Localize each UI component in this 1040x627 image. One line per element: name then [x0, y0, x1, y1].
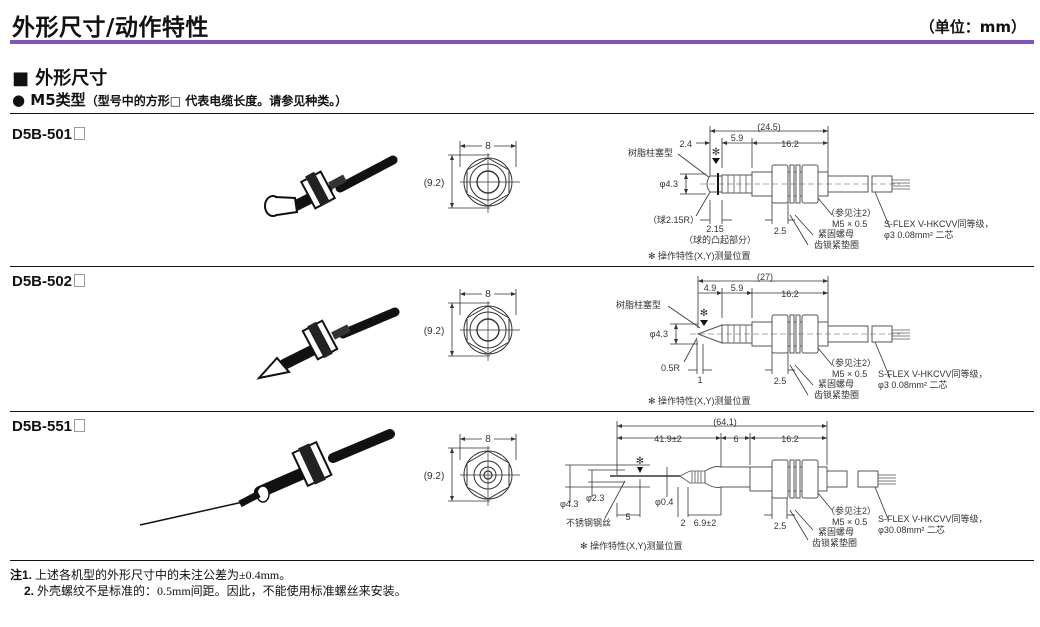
side-view-502: ✻ (27) 4.9 5.9 16.2 φ4.3 0.5R 1 2.5 树脂柱塞…: [616, 272, 988, 406]
label-measure: ✻ 操作特性(X,Y)测量位置: [580, 540, 683, 551]
model-name: D5B-502: [12, 273, 86, 290]
note-text: 外壳螺纹不是标准的：0.5mm间距。因此，不能使用标准螺丝来安装。: [37, 584, 407, 598]
label-nut: 紧固螺母: [818, 229, 854, 239]
subtitle-text: ● M5类型: [12, 91, 86, 109]
model-label: D5B-502: [12, 273, 73, 290]
dim-b: 5.9: [731, 283, 744, 293]
label-cable-1: S-FLEX V-HKCVV同等级，: [878, 368, 988, 379]
dim-e: 2: [680, 518, 685, 528]
label-cable-1: S-FLEX V-HKCVV同等级，: [884, 218, 994, 229]
front-width-label: 8: [485, 289, 491, 300]
note-label: 注1.: [10, 568, 33, 582]
dim-dia3: φ0.4: [655, 497, 673, 507]
star-marker: ✻: [712, 147, 720, 158]
label-wire: 不锈钢钢丝: [566, 517, 611, 528]
label-ball: （球2.15R）: [648, 214, 699, 225]
front-width-label: 8: [485, 141, 491, 152]
label-thread: M5 × 0.5: [832, 369, 867, 379]
notes: 注1. 上述各机型的外形尺寸中的未注公差为±0.4mm。 2. 外壳螺纹不是标准…: [10, 567, 407, 599]
divider: [10, 113, 1034, 114]
label-cable-1: S-FLEX V-HKCVV同等级，: [878, 513, 988, 524]
label-measure: ✻ 操作特性(X,Y)测量位置: [648, 250, 751, 261]
note-text: 上述各机型的外形尺寸中的未注公差为±0.4mm。: [35, 568, 292, 582]
dim-dia2: φ2.3: [586, 493, 604, 503]
dim-total: (64.1): [713, 417, 737, 427]
dim-c: 16.2: [781, 434, 799, 444]
note-label: 2.: [24, 584, 35, 598]
label-ref: （参见注2）: [826, 207, 876, 218]
dim-c: 16.2: [781, 289, 799, 299]
label-washer: 齿锁紧垫圈: [812, 537, 857, 548]
label-thread: M5 × 0.5: [832, 219, 867, 229]
dim-d: 2.15: [706, 224, 724, 234]
front-view-501: 8 (9.2): [422, 139, 520, 213]
title-rule: [10, 40, 1034, 44]
label-cable-2: φ30.08mm² 二芯: [878, 524, 945, 535]
dim-nut: 2.5: [774, 226, 787, 236]
label-cable-2: φ3 0.08mm² 二芯: [878, 379, 947, 390]
dim-dia: φ4.3: [660, 179, 678, 189]
dim-nut: 2.5: [774, 376, 787, 386]
label-nut: 紧固螺母: [818, 379, 854, 389]
label-washer: 齿锁紧垫圈: [814, 389, 859, 400]
star-marker: ✻: [636, 456, 644, 467]
label-ball-note: （球的凸起部分）: [684, 234, 756, 245]
divider: [10, 266, 1034, 267]
section-subtitle: ● M5类型（型号中的方形□ 代表电缆长度。请参见种类。）: [12, 89, 347, 110]
dim-dia: φ4.3: [650, 329, 668, 339]
product-illustration-501: [264, 155, 398, 217]
dim-d: 5: [625, 512, 630, 522]
section-title: ■ 外形尺寸: [12, 68, 108, 89]
dim-a: 41.9±2: [654, 434, 681, 444]
front-width-label: 8: [485, 434, 491, 445]
front-view-551: 8 (9.2): [422, 432, 520, 506]
dim-dia: φ4.3: [560, 499, 578, 509]
model-name: D5B-501: [12, 126, 86, 143]
front-height-label: (9.2): [424, 471, 445, 482]
label-cable-2: φ3 0.08mm² 二芯: [884, 229, 953, 240]
unit-label: （单位：mm）: [919, 18, 1026, 36]
dim-r: 0.5R: [661, 363, 681, 373]
divider: [10, 560, 1034, 561]
note-item: 2. 外壳螺纹不是标准的：0.5mm间距。因此，不能使用标准螺丝来安装。: [10, 583, 407, 599]
label-measure: ✻ 操作特性(X,Y)测量位置: [648, 395, 751, 406]
dim-c: 16.2: [781, 139, 799, 149]
label-washer: 齿锁紧垫圈: [814, 239, 859, 250]
label-ref: （参见注2）: [826, 505, 876, 516]
dim-nut: 2.5: [774, 521, 787, 531]
product-illustration-551: [139, 429, 395, 526]
product-illustration-502: [256, 307, 400, 380]
dim-f: 6.9±2: [694, 518, 716, 528]
model-label: D5B-501: [12, 126, 73, 143]
subtitle-note: （型号中的方形□ 代表电缆长度。请参见种类。）: [85, 94, 348, 108]
dim-b: 6: [733, 434, 738, 444]
square-placeholder-icon: [74, 274, 86, 287]
side-view-501: ✻ (24.5) 2.4 5.9 16.2 φ4.3 2.15 2.5 树脂柱塞…: [628, 122, 994, 261]
page-title: 外形尺寸/动作特性: [12, 15, 209, 41]
side-view-551: ✻ (64.1) 41.9±2 6 16.2 φ4.3 φ2.3 φ0.4 5 …: [560, 417, 988, 551]
dim-total: (24.5): [757, 122, 781, 132]
model-label: D5B-551: [12, 418, 73, 435]
front-height-label: (9.2): [424, 326, 445, 337]
square-placeholder-icon: [74, 419, 86, 432]
front-height-label: (9.2): [424, 178, 445, 189]
dim-a: 2.4: [679, 139, 692, 149]
note-item: 注1. 上述各机型的外形尺寸中的未注公差为±0.4mm。: [10, 567, 407, 583]
label-thread: M5 × 0.5: [832, 517, 867, 527]
label-plunger: 树脂柱塞型: [628, 147, 673, 158]
front-view-502: 8 (9.2): [422, 287, 520, 361]
star-marker: ✻: [700, 308, 708, 319]
divider: [10, 411, 1034, 412]
model-name: D5B-551: [12, 418, 86, 435]
dim-total: (27): [757, 272, 773, 282]
dim-b: 5.9: [731, 133, 744, 143]
label-nut: 紧固螺母: [818, 527, 854, 537]
square-placeholder-icon: [74, 127, 86, 140]
label-ref: （参见注2）: [826, 357, 876, 368]
label-plunger: 树脂柱塞型: [616, 299, 661, 310]
dim-d: 1: [697, 375, 702, 385]
dim-a: 4.9: [704, 283, 717, 293]
